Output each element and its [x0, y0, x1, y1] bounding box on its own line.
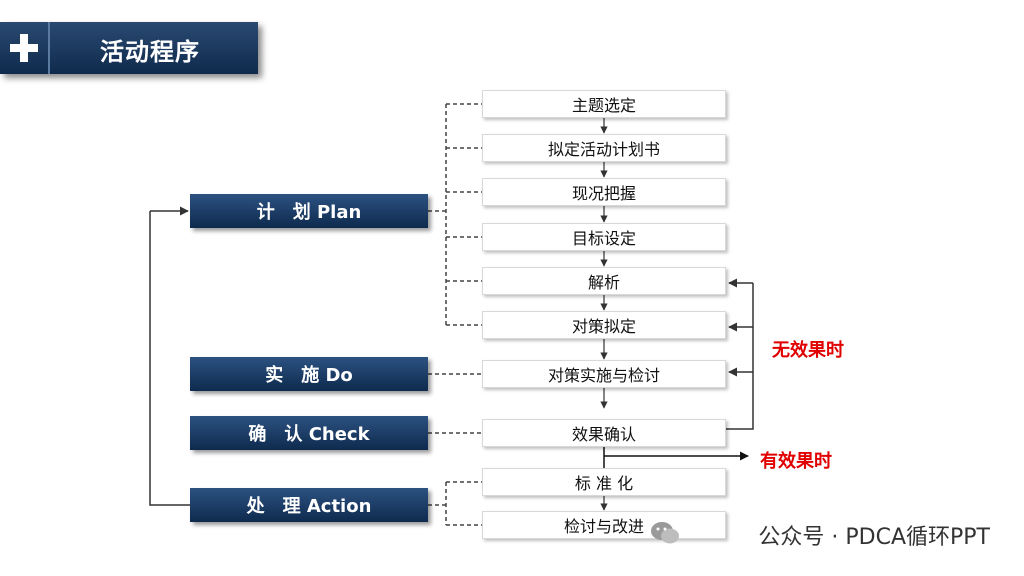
effective-path — [603, 447, 749, 468]
phase-action: 处 理 Action — [190, 488, 428, 522]
section-header: 活动程序 — [0, 22, 258, 74]
step-target-setting: 目标设定 — [482, 223, 726, 251]
step-countermeasure-implement: 对策实施与检讨 — [482, 360, 726, 388]
phase-do: 实 施 Do — [190, 357, 428, 391]
phase-check: 确 认 Check — [190, 416, 428, 450]
wechat-icon — [651, 522, 679, 544]
page-title: 活动程序 — [100, 38, 200, 66]
pdca-loop — [149, 206, 190, 506]
step-countermeasure-plan: 对策拟定 — [482, 311, 726, 339]
step-analysis: 解析 — [482, 267, 726, 295]
step-review-improve: 检讨与改进 — [482, 511, 726, 539]
action-bracket — [428, 481, 482, 526]
step-status-grasp: 现况把握 — [482, 178, 726, 206]
step-activity-plan: 拟定活动计划书 — [482, 134, 726, 162]
plus-icon — [6, 30, 42, 66]
step-theme-selection: 主题选定 — [482, 90, 726, 118]
phase-plan: 计 划 Plan — [190, 194, 428, 228]
watermark-text: 公众号 · PDCA循环PPT — [758, 525, 990, 550]
feedback-loop — [726, 278, 754, 430]
step-standardize: 标 准 化 — [482, 468, 726, 496]
header-divider — [48, 22, 50, 74]
do-check-connectors — [428, 373, 482, 434]
step-effect-confirm: 效果确认 — [482, 419, 726, 447]
plan-bracket — [428, 103, 482, 326]
no-effect-label: 无效果时 — [772, 340, 844, 361]
effective-label: 有效果时 — [760, 451, 832, 472]
